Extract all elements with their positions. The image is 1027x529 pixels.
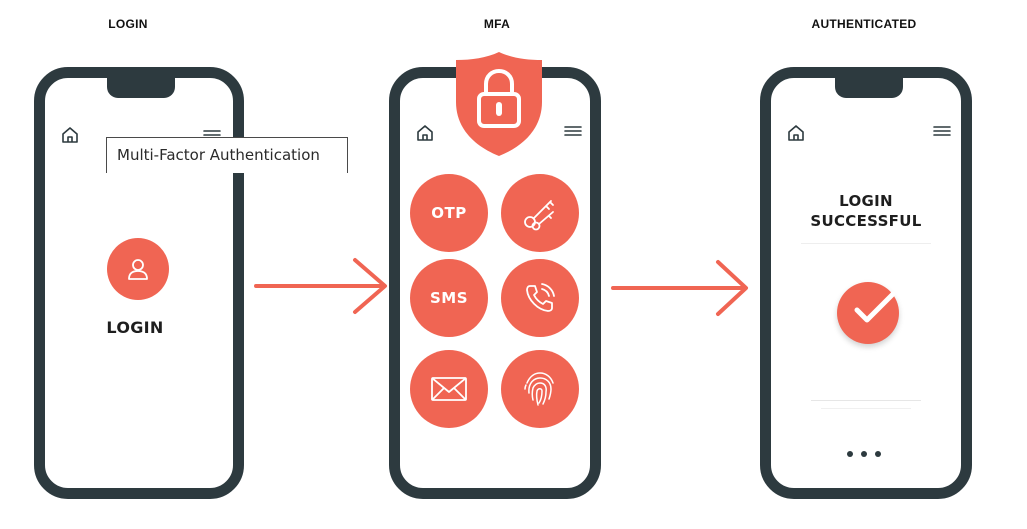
sms-label: SMS <box>429 289 469 307</box>
keys-icon[interactable] <box>501 174 579 252</box>
lock-shield-icon <box>454 50 544 158</box>
arrow-right-icon <box>253 256 393 316</box>
phone-call-icon[interactable] <box>501 259 579 337</box>
step-title-login: LOGIN <box>108 17 148 31</box>
step-title-mfa: MFA <box>483 17 511 31</box>
step-title-authenticated: AUTHENTICATED <box>811 17 917 31</box>
divider <box>811 400 921 401</box>
login-successful-line2: SUCCESSFUL <box>810 212 922 230</box>
phone-notch <box>835 76 903 98</box>
success-phone: LOGIN SUCCESSFUL <box>760 67 972 499</box>
fingerprint-icon[interactable] <box>501 350 579 428</box>
home-icon[interactable] <box>59 124 81 146</box>
menu-icon[interactable] <box>562 120 584 142</box>
sms-option[interactable]: SMS <box>410 259 488 337</box>
login-label: LOGIN <box>106 318 164 337</box>
mfa-tooltip: Multi-Factor Authentication <box>106 137 348 173</box>
user-icon[interactable] <box>107 238 169 300</box>
login-successful-line1: LOGIN <box>839 192 893 210</box>
divider <box>801 243 931 244</box>
arrow-right-icon <box>610 258 750 318</box>
more-dots-icon[interactable] <box>847 451 881 457</box>
home-icon[interactable] <box>414 122 436 144</box>
divider <box>821 408 911 409</box>
login-phone: LOGIN <box>34 67 244 499</box>
phone-notch <box>107 76 175 98</box>
home-icon[interactable] <box>785 122 807 144</box>
otp-option[interactable]: OTP <box>410 174 488 252</box>
menu-icon[interactable] <box>931 120 953 142</box>
checkmark-icon <box>837 282 899 344</box>
envelope-icon[interactable] <box>410 350 488 428</box>
otp-label: OTP <box>431 204 467 222</box>
